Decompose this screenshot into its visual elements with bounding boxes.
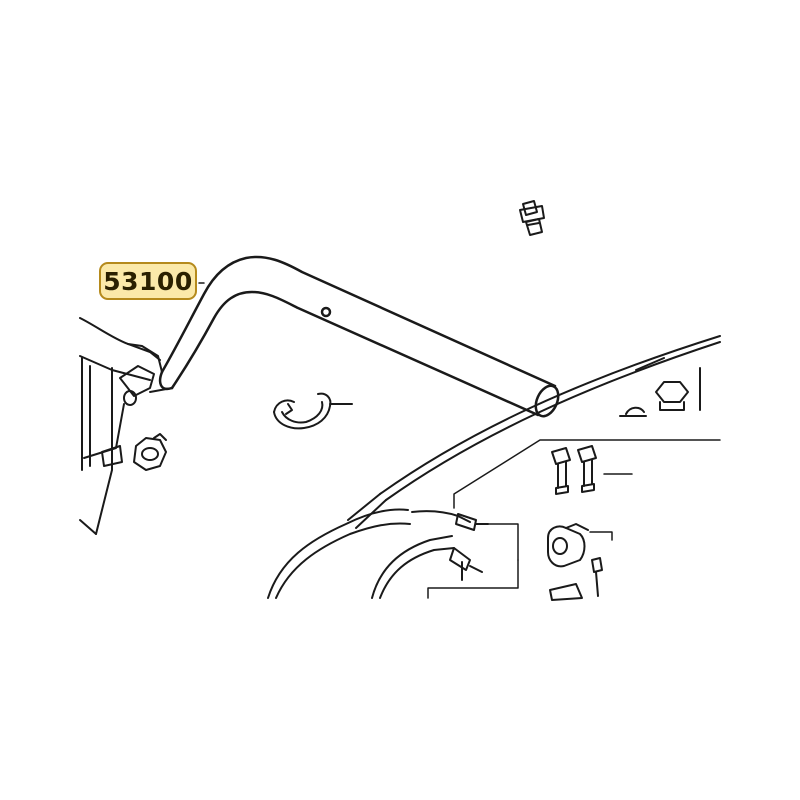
hex-nut-top-right — [619, 381, 689, 417]
bolt-pair — [551, 445, 597, 495]
connector-terminals — [411, 510, 489, 581]
small-bolt-top — [519, 200, 545, 236]
clamp-bracket — [547, 523, 603, 601]
frame-bracket-left — [79, 317, 173, 535]
hose-clamp — [273, 392, 353, 430]
handlebar-tube-53100 — [158, 255, 560, 418]
cable-routing-lines — [267, 493, 455, 599]
nut-left — [133, 433, 167, 471]
throttle-cable — [379, 335, 721, 501]
part-number-callout[interactable]: 53100 — [99, 262, 197, 300]
leader-lines — [198, 282, 721, 599]
